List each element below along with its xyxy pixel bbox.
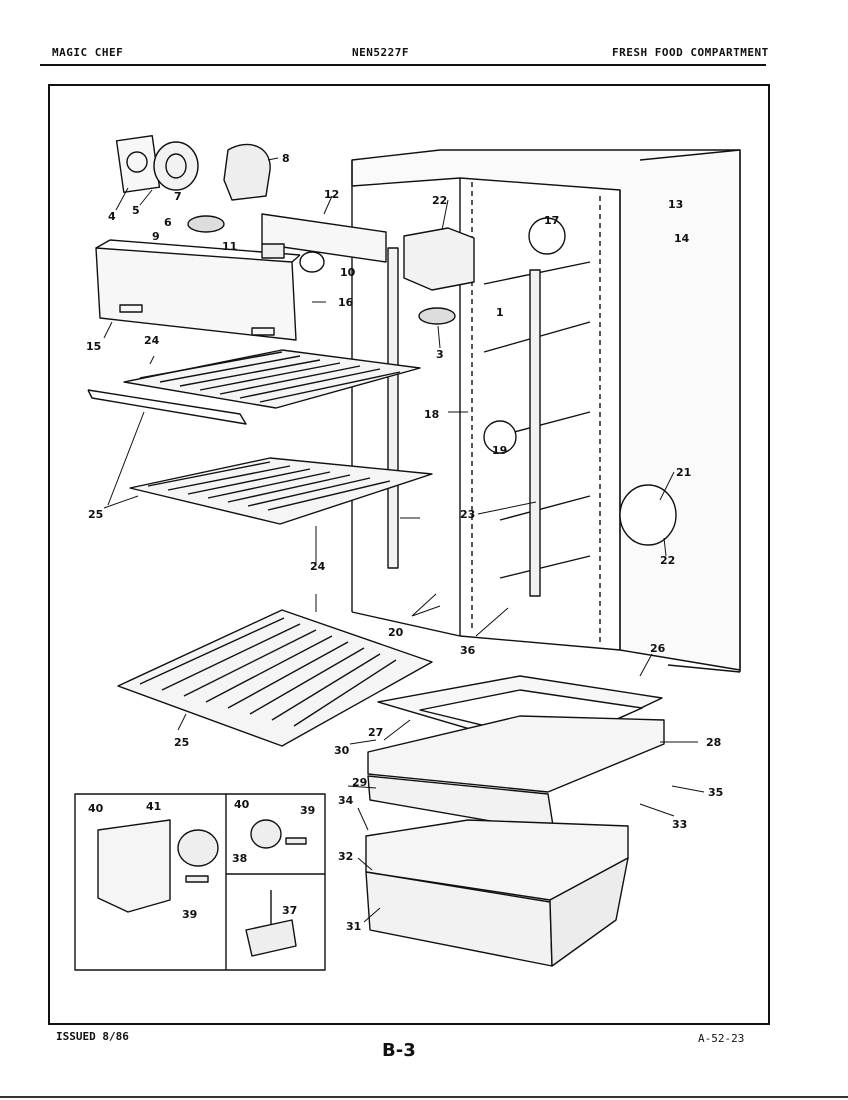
middle-shelf [129, 457, 433, 525]
model-number: NEN5227F [352, 46, 409, 59]
section-title: FRESH FOOD COMPARTMENT [612, 46, 769, 59]
callout-1: 1 [496, 306, 504, 319]
callout-21: 21 [676, 466, 691, 479]
callout-24a: 24 [144, 334, 160, 347]
page-edge-rule [0, 1096, 848, 1098]
callout-13: 13 [668, 198, 683, 211]
callout-25a: 25 [88, 508, 103, 521]
callout-36: 36 [460, 644, 476, 657]
bottom-shelf [117, 609, 433, 747]
callout-20: 20 [388, 626, 404, 639]
callout-18: 18 [424, 408, 439, 421]
callout-17: 17 [544, 214, 559, 227]
callout-25b: 25 [174, 736, 189, 749]
callout-32: 32 [338, 850, 353, 863]
callout-28: 28 [706, 736, 721, 749]
brand-label: MAGIC CHEF [52, 46, 124, 59]
callout-numbers: 1 22 3 4 5 6 7 8 9 10 11 12 13 14 15 16 … [86, 152, 723, 933]
header-rule [40, 64, 766, 66]
callout-27: 27 [368, 726, 383, 739]
callout-26: 26 [650, 642, 666, 655]
callout-39b: 39 [182, 908, 197, 921]
callout-22: 22 [432, 194, 447, 207]
callout-15: 15 [86, 340, 101, 353]
callout-29: 29 [352, 776, 367, 789]
callout-9: 9 [152, 230, 160, 243]
diagram-frame [48, 84, 770, 1025]
callout-40b: 40 [234, 798, 250, 811]
callout-24b: 24 [310, 560, 326, 573]
callout-39a: 39 [300, 804, 315, 817]
callout-33: 33 [672, 818, 687, 831]
callout-23: 23 [460, 508, 475, 521]
page-number: B-3 [382, 1040, 416, 1061]
callout-31: 31 [346, 920, 361, 933]
callout-30: 30 [334, 744, 350, 757]
crisper-pan-lower [365, 819, 629, 967]
callout-41: 41 [146, 800, 161, 813]
callout-11: 11 [222, 240, 237, 253]
callout-35: 35 [708, 786, 723, 799]
callout-4: 4 [108, 210, 116, 223]
top-shelf [87, 349, 421, 425]
callout-22b: 22 [660, 554, 675, 567]
drawing-code: A-52-23 [698, 1032, 745, 1045]
callout-16: 16 [338, 296, 354, 309]
callout-7: 7 [174, 190, 182, 203]
callout-10: 10 [340, 266, 356, 279]
callout-6: 6 [164, 216, 172, 229]
callout-8: 8 [282, 152, 290, 165]
crisper-pan-upper [367, 675, 665, 833]
callout-34: 34 [338, 794, 354, 807]
callout-38: 38 [232, 852, 247, 865]
callout-19: 19 [492, 444, 507, 457]
callout-37: 37 [282, 904, 297, 917]
callout-3: 3 [436, 348, 444, 361]
issued-date: ISSUED 8/86 [56, 1030, 129, 1043]
callout-14: 14 [674, 232, 690, 245]
callout-40a: 40 [88, 802, 104, 815]
callout-12: 12 [324, 188, 339, 201]
callout-5: 5 [132, 204, 140, 217]
